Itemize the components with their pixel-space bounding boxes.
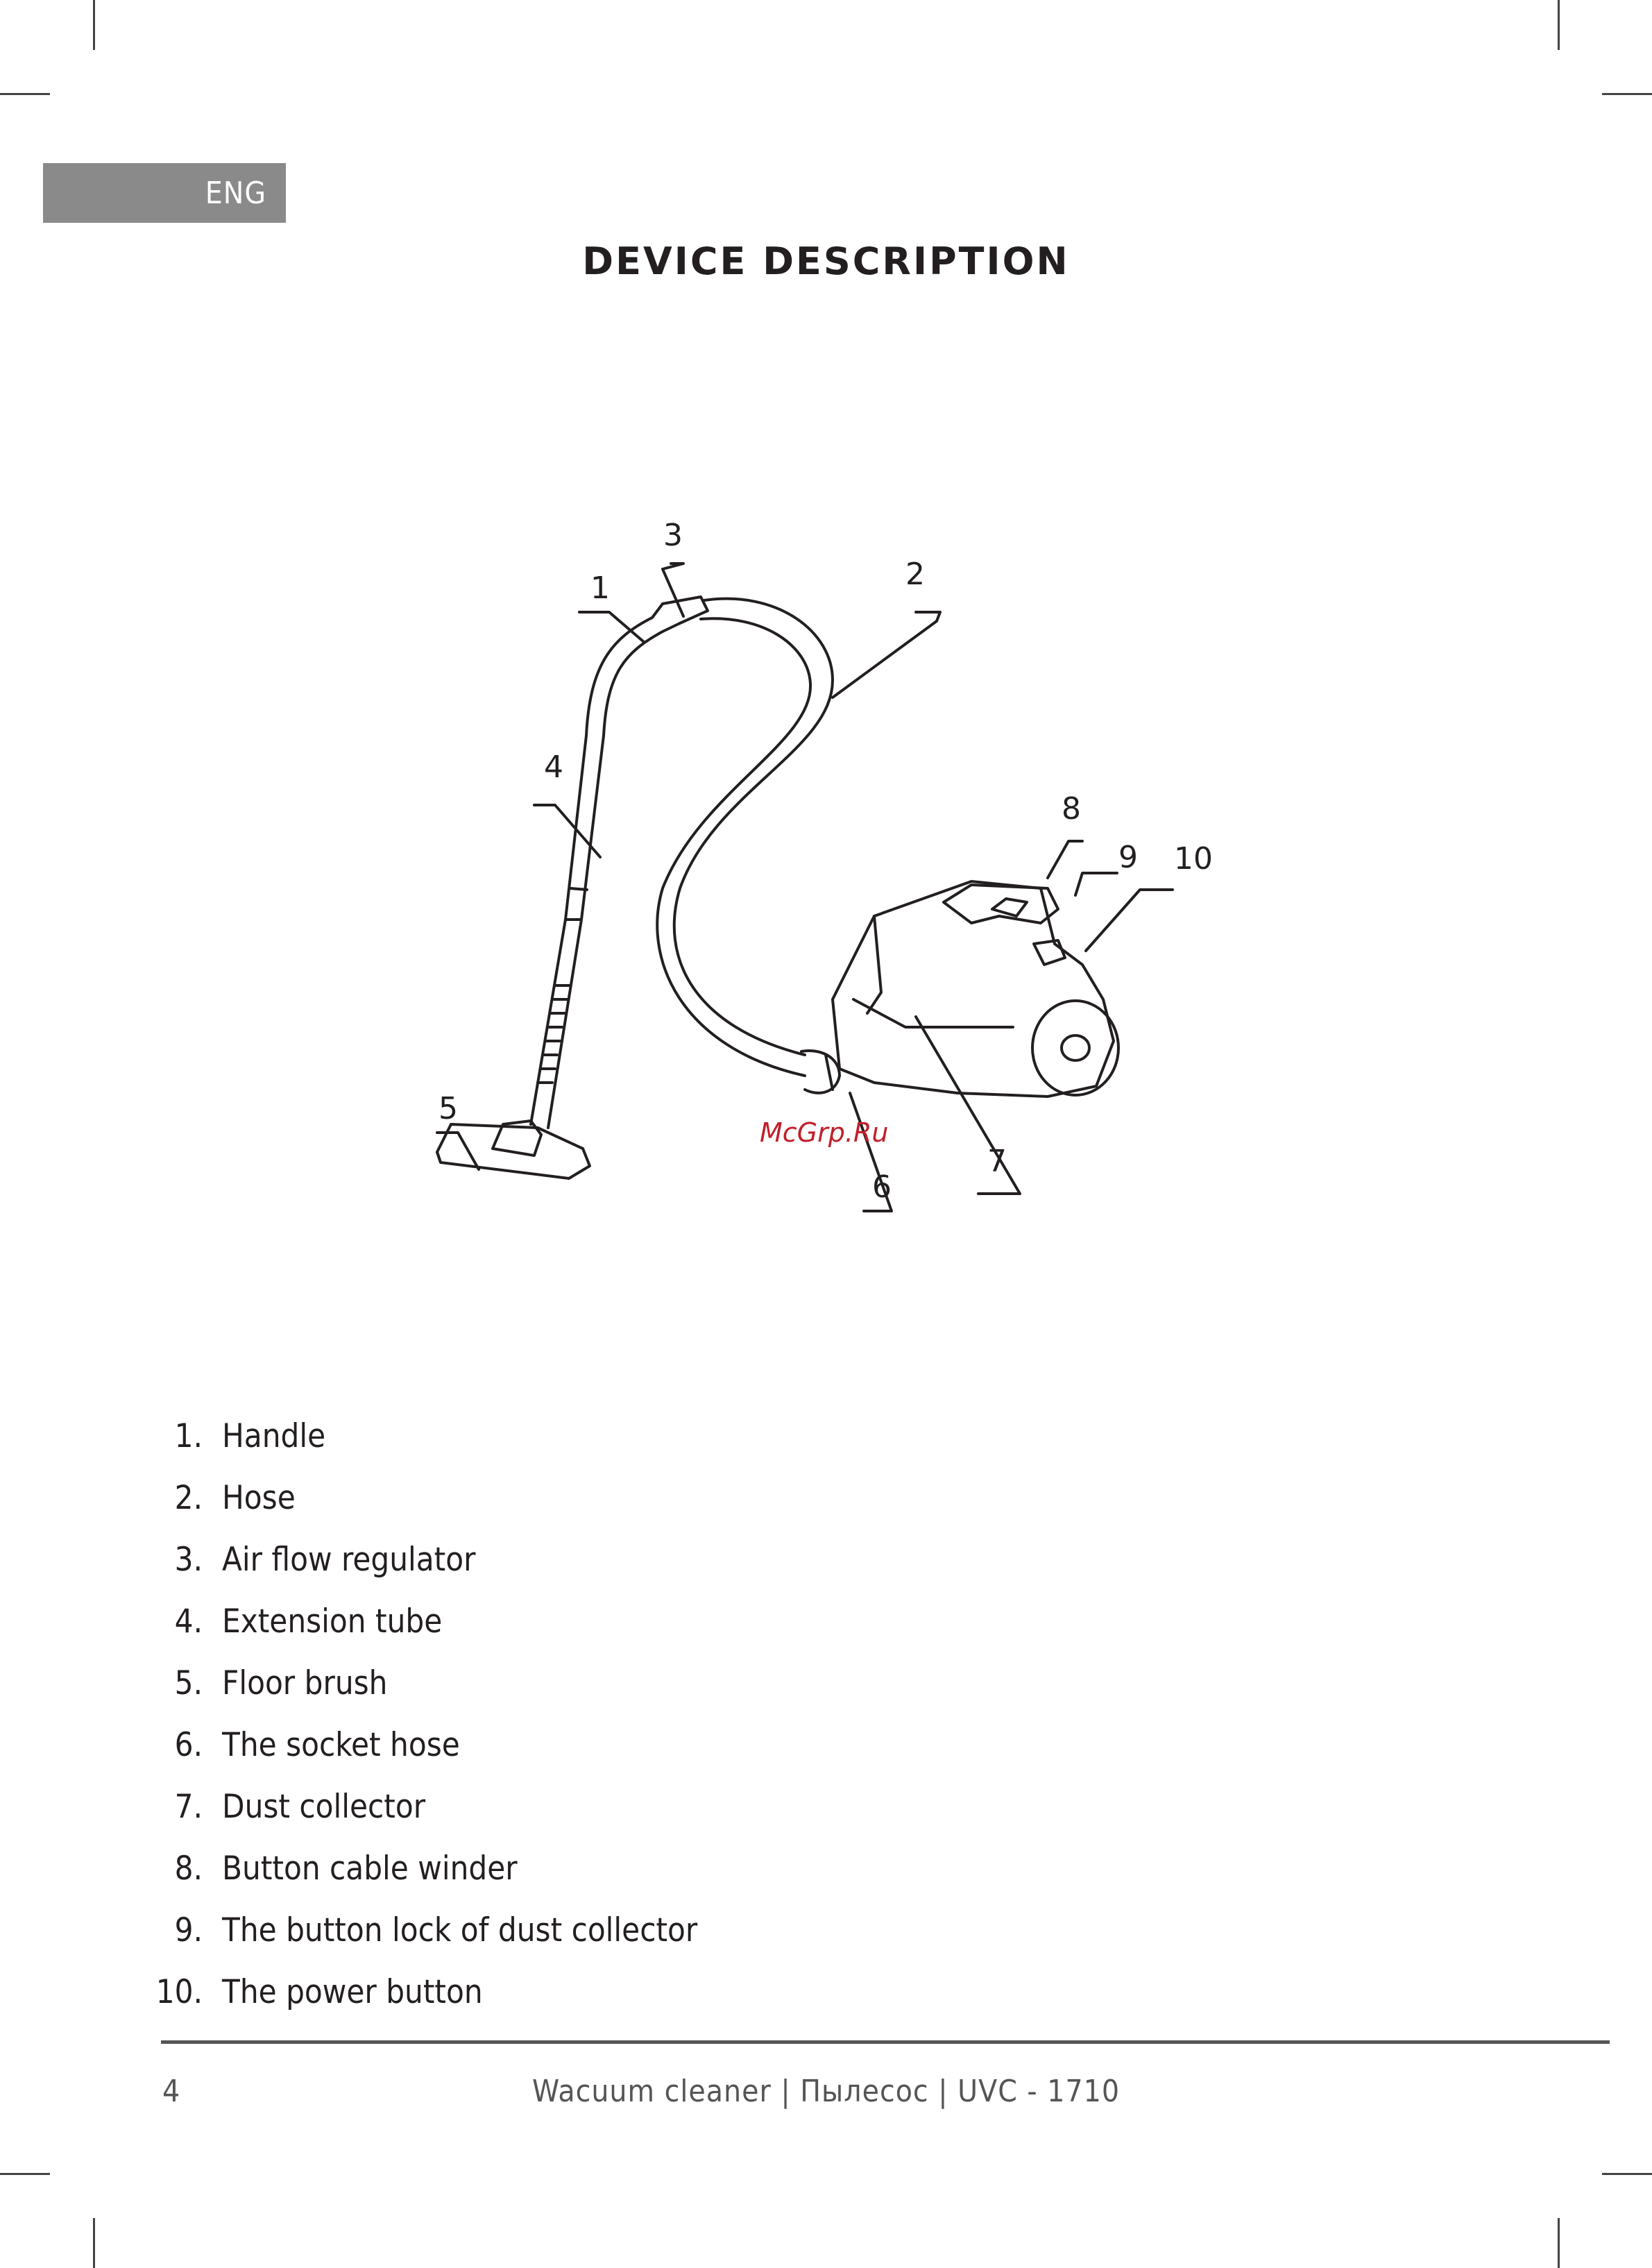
list-item-label: Extension tube: [222, 1591, 442, 1652]
crop-mark: [1602, 2173, 1652, 2175]
list-item-number: 10.: [140, 1961, 203, 2023]
crop-mark: [0, 93, 50, 95]
list-item-label: Air flow regulator: [222, 1529, 475, 1591]
wheel-shape: [1032, 1001, 1118, 1095]
footer-text: Wacuum cleaner | Пылесос | UVC - 1710: [0, 2074, 1652, 2109]
crop-mark: [93, 2218, 95, 2268]
list-item-label: Floor brush: [222, 1652, 387, 1714]
list-item-label: The power button: [222, 1961, 483, 2023]
crop-mark: [1558, 0, 1560, 50]
list-item-label: Dust collector: [222, 1776, 425, 1838]
crop-mark: [93, 0, 95, 50]
callout-3: 3: [663, 518, 683, 553]
list-item-label: The socket hose: [222, 1714, 460, 1776]
list-item-number: 8.: [140, 1838, 203, 1899]
callout-6: 6: [872, 1169, 892, 1205]
list-item-number: 1.: [140, 1405, 203, 1467]
callout-1: 1: [590, 570, 610, 606]
list-item-label: Hose: [222, 1467, 296, 1529]
callout-7: 7: [987, 1144, 1007, 1179]
socket-hose-shape: [801, 1051, 840, 1093]
callout-8: 8: [1062, 791, 1081, 827]
page-title: DEVICE DESCRIPTION: [0, 239, 1652, 283]
list-item-number: 4.: [140, 1591, 203, 1652]
power-button-shape: [1034, 940, 1065, 965]
list-item-number: 7.: [140, 1776, 203, 1838]
callout-5: 5: [438, 1091, 458, 1126]
callout-2: 2: [905, 557, 925, 592]
list-item-number: 3.: [140, 1529, 203, 1591]
vacuum-cleaner-illustration: 1 2 3 4 5 6 7 8 9 10 McGrp.Ru: [389, 500, 1249, 1249]
footer-divider: [161, 2040, 1610, 2044]
watermark-text: McGrp.Ru: [760, 1117, 888, 1148]
list-item-number: 6.: [140, 1714, 203, 1776]
list-item-number: 9.: [140, 1899, 203, 1961]
crop-mark: [1602, 93, 1652, 95]
crop-mark: [0, 2173, 50, 2175]
language-tab: ENG: [43, 163, 286, 223]
callout-4: 4: [544, 750, 563, 785]
dust-collector-shape: [833, 881, 1114, 1097]
leader-line-2: [833, 612, 940, 697]
leader-line-9: [1075, 873, 1117, 895]
crop-mark: [1558, 2218, 1560, 2268]
list-item-number: 5.: [140, 1652, 203, 1714]
leader-line-3: [663, 564, 683, 616]
list-item-label: Button cable winder: [222, 1838, 518, 1899]
list-item-label: Handle: [222, 1405, 325, 1467]
callout-10: 10: [1174, 841, 1213, 877]
vacuum-cleaner-diagram: 1 2 3 4 5 6 7 8 9 10 McGrp.Ru: [389, 500, 1249, 1249]
leader-line-8: [1048, 841, 1082, 878]
list-item-number: 2.: [140, 1467, 203, 1529]
callout-9: 9: [1118, 840, 1138, 875]
list-item-label: The button lock of dust collector: [222, 1899, 697, 1961]
leader-line-10: [1086, 890, 1173, 951]
